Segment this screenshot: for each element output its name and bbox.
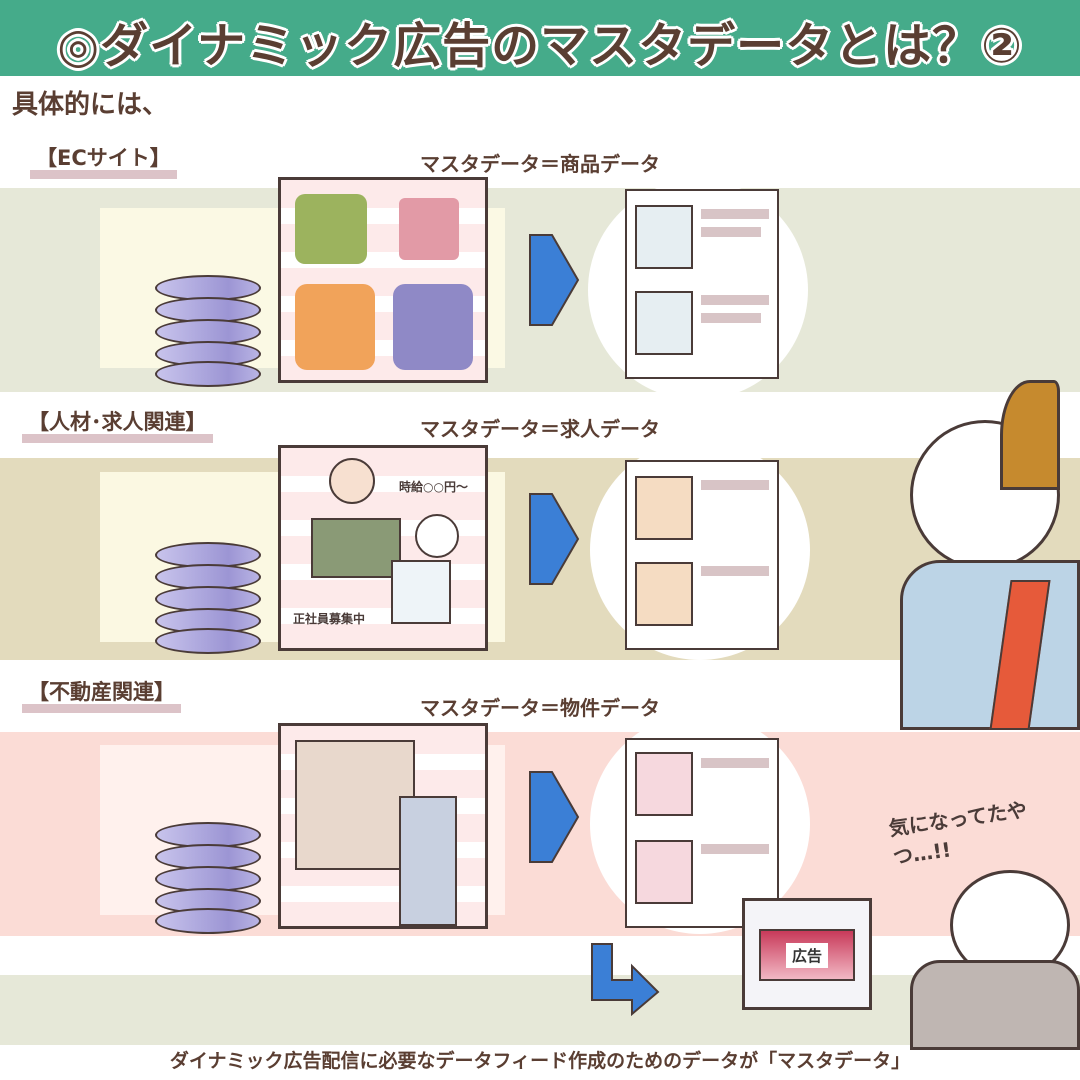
ad-label: 広告 [785,942,828,968]
database-icon [155,275,261,387]
employee-face [415,514,459,558]
ad-preview-jobs [625,460,779,650]
arrow-right-icon [529,771,580,863]
ad-preview-ec [625,189,779,379]
page-title: ◎ダイナミック広告のマスタデータとは？② [57,18,1023,74]
database-icon [155,542,261,654]
arrow-right-icon [529,493,580,585]
section-label-ec: 【ECサイト】 [30,146,177,179]
fulltime-tag: 正社員募集中 [293,612,366,626]
thumbnail [635,291,693,355]
thumbnail [635,752,693,816]
thumbnail [635,840,693,904]
section-heading-ec: マスタデータ＝商品データ [420,152,660,176]
presenter-hair [1000,380,1060,490]
viewer-body [910,960,1080,1050]
hoodie-image [295,284,375,370]
footer-caption: ダイナミック広告配信に必要なデータフィード作成のためのデータが「マスタデータ」 [169,1050,911,1072]
band-bottom [0,975,1080,1045]
jacket-image [393,284,473,370]
database-icon [155,822,261,934]
job-data-bubble: 時給○○円～ 正社員募集中 [278,445,488,651]
header-bar [0,0,1080,76]
house-image [295,740,415,870]
tshirt-image [295,194,367,264]
basket-image [311,518,401,578]
presenter-body [900,560,1080,730]
arrow-down-right-icon [591,943,660,1016]
arrow-right-icon [529,234,580,326]
product-data-bubble [278,177,488,383]
section-label-jobs: 【人材･求人関連】 [22,410,213,443]
ad-preview-real-estate [625,738,779,928]
thumbnail [635,476,693,540]
worker-face [329,458,375,504]
wage-tag: 時給○○円～ [399,480,468,494]
top-image [399,198,459,260]
thumbnail [635,205,693,269]
intro-text: 具体的には、 [12,90,169,120]
section-heading-real-estate: マスタデータ＝物件データ [420,696,660,720]
laptop-screen: 広告 [742,898,872,1010]
section-label-real-estate: 【不動産関連】 [22,680,181,713]
property-data-bubble [278,723,488,929]
document-image [391,560,451,624]
ad-banner: 広告 [759,929,855,981]
building-image [399,796,457,926]
thumbnail [635,562,693,626]
section-heading-jobs: マスタデータ＝求人データ [420,417,660,441]
